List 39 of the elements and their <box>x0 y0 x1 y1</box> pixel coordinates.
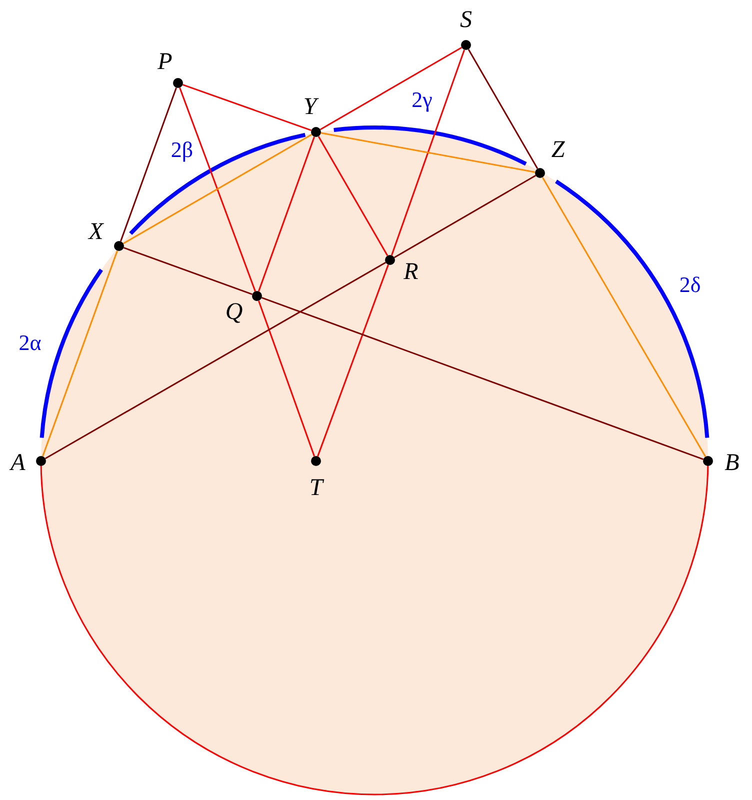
line-segment <box>258 300 316 457</box>
line-segment <box>258 136 316 292</box>
line-segment <box>122 134 312 244</box>
point-dot <box>173 78 183 88</box>
point-dot <box>311 127 321 137</box>
line-segment <box>317 264 389 457</box>
arc-label: 2β <box>170 139 194 161</box>
point-dot <box>36 456 46 466</box>
line-segment <box>390 49 466 256</box>
point-label: Y <box>303 95 317 119</box>
point-label: A <box>10 451 26 475</box>
line-segment <box>261 297 704 460</box>
point-dot <box>703 456 713 466</box>
arc-label: 2δ <box>679 274 701 296</box>
line-segment <box>468 48 538 170</box>
point-label: P <box>158 50 172 74</box>
point-label: B <box>724 451 740 475</box>
line-segment <box>182 84 312 132</box>
line-segment <box>394 174 536 258</box>
point-label: Q <box>225 300 243 324</box>
point-label: T <box>309 476 323 500</box>
line-segment <box>542 176 706 458</box>
point-dot <box>535 168 545 178</box>
line-segment <box>120 87 177 242</box>
line-segment <box>123 247 253 295</box>
line-segment <box>320 46 462 130</box>
point-dot <box>461 40 471 50</box>
point-label: Z <box>551 138 565 162</box>
line-segment <box>179 87 256 292</box>
line-segment <box>42 250 118 457</box>
line-segment <box>44 262 386 460</box>
arc-label: 2γ <box>412 89 432 111</box>
line-segment <box>320 132 536 173</box>
line-segment <box>318 136 388 256</box>
point-label: S <box>460 8 472 32</box>
point-label: R <box>404 260 418 284</box>
point-label: X <box>88 220 104 244</box>
arc-label: 2α <box>18 332 42 354</box>
point-dot <box>114 241 124 251</box>
